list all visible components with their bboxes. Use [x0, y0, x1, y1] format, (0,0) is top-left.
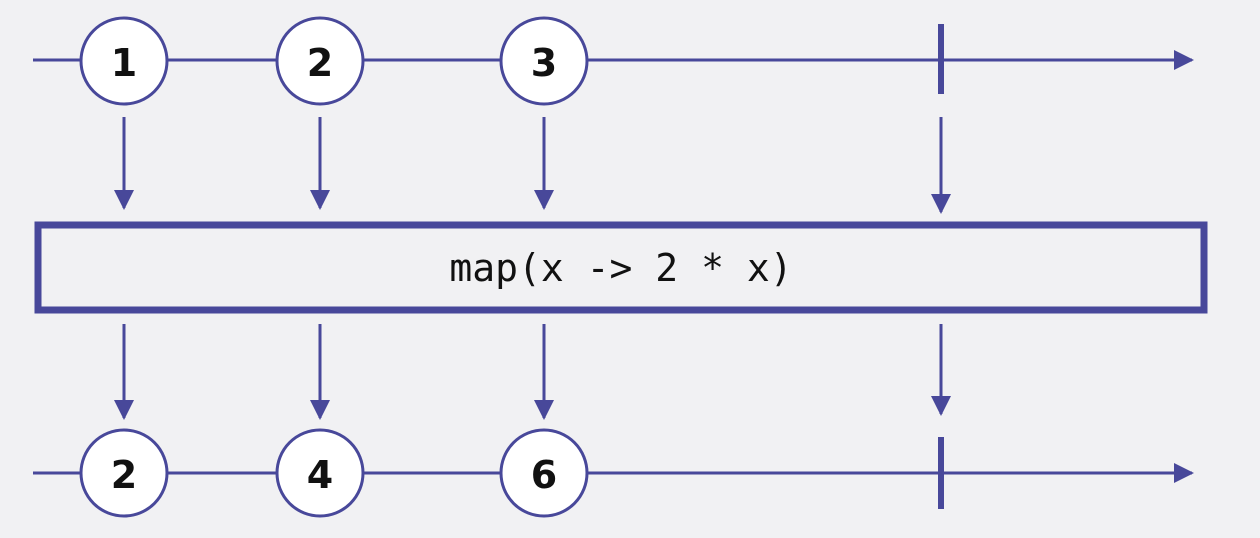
output-marble-2: 4 — [275, 428, 365, 518]
operator-label: map(x -> 2 * x) — [449, 246, 792, 290]
input-marble-3-label: 3 — [531, 41, 557, 85]
input-marble-2-label: 2 — [307, 41, 333, 85]
input-marble-1: 1 — [79, 16, 169, 106]
input-marble-2: 2 — [275, 16, 365, 106]
operator-box — [34, 221, 1208, 314]
output-marble-1: 2 — [79, 428, 169, 518]
output-marble-2-label: 4 — [307, 453, 333, 497]
output-marble-1-label: 2 — [111, 453, 137, 497]
output-marble-3: 6 — [499, 428, 589, 518]
output-marble-3-label: 6 — [531, 453, 557, 497]
input-marble-1-label: 1 — [111, 41, 137, 85]
input-marble-3: 3 — [499, 16, 589, 106]
